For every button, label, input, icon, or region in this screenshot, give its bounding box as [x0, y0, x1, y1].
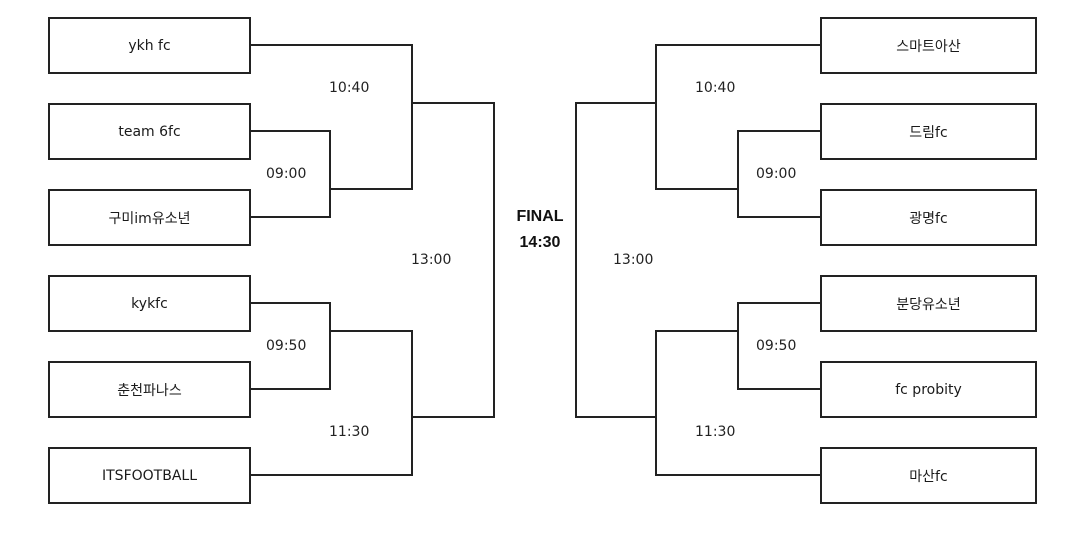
team-box-right-1: 스마트아산 — [820, 17, 1037, 74]
bracket-line-left-qf-top — [250, 130, 331, 218]
team-box-right-6: 마산fc — [820, 447, 1037, 504]
team-name: fc probity — [895, 381, 962, 398]
team-name: team 6fc — [118, 123, 181, 140]
bracket-line-left-sf-bottom — [250, 330, 413, 476]
team-name: 광명fc — [909, 210, 948, 227]
match-time-left-qf-bottom: 09:50 — [266, 338, 307, 354]
final-title: FINAL — [516, 208, 564, 225]
final-time: 14:30 — [519, 234, 561, 251]
team-box-left-6: ITSFOOTBALL — [48, 447, 251, 504]
bracket-line-right-qf-top — [737, 130, 820, 218]
match-time-left-sf-bottom: 11:30 — [329, 424, 370, 440]
team-name: 스마트아산 — [896, 38, 961, 55]
team-box-right-5: fc probity — [820, 361, 1037, 418]
team-box-right-2: 드림fc — [820, 103, 1037, 160]
team-name: ITSFOOTBALL — [102, 467, 197, 484]
team-box-left-3: 구미im유소년 — [48, 189, 251, 246]
team-box-right-4: 분당유소년 — [820, 275, 1037, 332]
team-box-right-3: 광명fc — [820, 189, 1037, 246]
bracket-line-right-semi — [575, 102, 656, 418]
match-time-left-sf-top: 10:40 — [329, 80, 370, 96]
team-name: 분당유소년 — [896, 296, 961, 313]
team-name: 춘천파나스 — [117, 382, 182, 399]
final-label: FINAL 14:30 — [490, 204, 590, 256]
bracket-line-left-qf-bottom — [250, 302, 331, 390]
bracket-line-right-sf-bottom — [655, 330, 820, 476]
match-time-left-qf-top: 09:00 — [266, 166, 307, 182]
bracket-line-right-sf-top — [655, 44, 820, 190]
match-time-right-sf-bottom: 11:30 — [695, 424, 736, 440]
match-time-left-semi: 13:00 — [411, 252, 452, 268]
match-time-right-qf-top: 09:00 — [756, 166, 797, 182]
team-name: ykh fc — [128, 37, 171, 54]
team-name: kykfc — [131, 295, 168, 312]
team-name: 구미im유소년 — [108, 210, 191, 227]
match-time-right-sf-top: 10:40 — [695, 80, 736, 96]
team-box-left-2: team 6fc — [48, 103, 251, 160]
bracket-line-right-qf-bottom — [737, 302, 820, 390]
team-box-left-1: ykh fc — [48, 17, 251, 74]
match-time-right-semi: 13:00 — [613, 252, 654, 268]
team-name: 마산fc — [909, 468, 948, 485]
team-box-left-4: kykfc — [48, 275, 251, 332]
bracket-line-left-semi — [412, 102, 495, 418]
bracket-line-left-sf-top — [250, 44, 413, 190]
team-box-left-5: 춘천파나스 — [48, 361, 251, 418]
team-name: 드림fc — [909, 124, 948, 141]
match-time-right-qf-bottom: 09:50 — [756, 338, 797, 354]
